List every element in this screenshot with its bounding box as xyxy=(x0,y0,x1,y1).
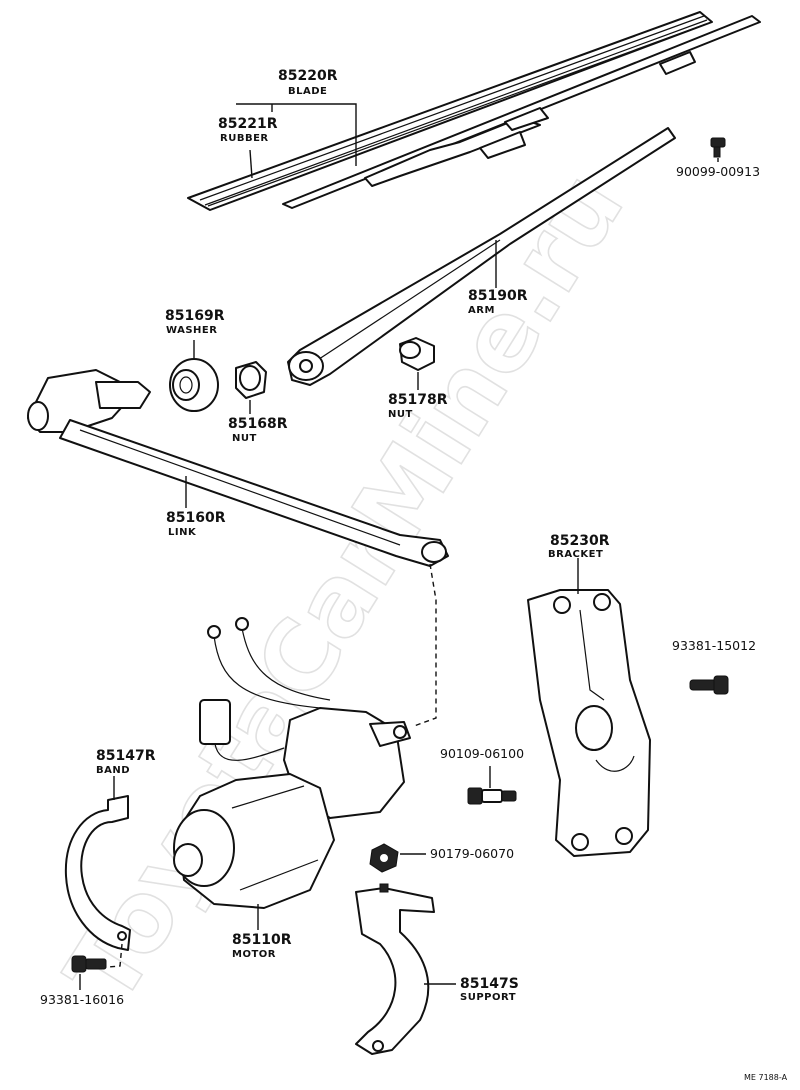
motor-support xyxy=(355,883,456,1055)
rubber-part-number: 85221R xyxy=(218,116,278,132)
bolt-bracket-icon xyxy=(689,675,729,695)
band-part-name: BAND xyxy=(96,765,130,776)
screw-top-code: 90099-00913 xyxy=(676,164,760,179)
washer-part-number: 85169R xyxy=(165,308,225,324)
motor-part-number: 85110R xyxy=(232,932,292,948)
label-nut-178: 85178R NUT xyxy=(388,392,448,420)
rubber-part-name: RUBBER xyxy=(220,133,269,144)
blade-leaders xyxy=(236,103,357,179)
nut-85168r xyxy=(235,361,267,414)
nut-178-part-name: NUT xyxy=(388,409,413,420)
label-bracket: 85230R BRACKET xyxy=(548,533,610,560)
diagram-reference: ME 7188-A xyxy=(744,1073,788,1082)
support-part-number: 85147S xyxy=(460,976,519,992)
label-blade: 85220R BLADE xyxy=(278,68,338,97)
nut-85178r xyxy=(399,337,435,390)
wiper-bracket xyxy=(527,558,651,857)
label-support: 85147S SUPPORT xyxy=(460,976,519,1003)
blade-part-number: 85220R xyxy=(278,68,338,84)
support-part-name: SUPPORT xyxy=(460,992,516,1003)
washer xyxy=(169,340,219,412)
wiper-link xyxy=(27,369,449,567)
band-part-number: 85147R xyxy=(96,748,156,764)
label-band: 85147R BAND xyxy=(96,748,156,776)
label-arm: 85190R ARM xyxy=(468,288,528,316)
nut-motor-code: 90179-06070 xyxy=(430,846,514,861)
washer-part-name: WASHER xyxy=(166,325,217,336)
arm-part-number: 85190R xyxy=(468,288,528,304)
link-part-number: 85160R xyxy=(166,510,226,526)
label-rubber: 85221R RUBBER xyxy=(218,116,278,144)
label-washer: 85169R WASHER xyxy=(165,308,225,336)
nut-178-part-number: 85178R xyxy=(388,392,448,408)
wiper-rubber xyxy=(207,23,707,207)
watermark: ToyotaCarMine.ru xyxy=(45,153,646,1022)
motor-part-name: MOTOR xyxy=(232,949,276,960)
bolt-motor-icon xyxy=(467,766,517,805)
wiper-arm xyxy=(287,127,676,386)
bracket-part-number: 85230R xyxy=(550,533,610,549)
label-motor: 85110R MOTOR xyxy=(232,932,292,960)
label-link: 85160R LINK xyxy=(166,510,226,538)
nut-motor-icon xyxy=(369,843,426,873)
link-part-name: LINK xyxy=(168,527,197,538)
bolt-band-code: 93381-16016 xyxy=(40,992,124,1007)
screw-top-icon xyxy=(710,137,726,162)
bolt-bracket-code: 93381-15012 xyxy=(672,638,756,653)
connection-dashed-line xyxy=(413,563,437,727)
motor-band xyxy=(64,776,131,969)
wiper-motor xyxy=(173,617,411,930)
bracket-part-name: BRACKET xyxy=(548,549,603,560)
nut-168-part-number: 85168R xyxy=(228,416,288,432)
blade-part-name: BLADE xyxy=(288,86,327,97)
bolt-motor-code: 90109-06100 xyxy=(440,746,524,761)
nut-168-part-name: NUT xyxy=(232,433,257,444)
arm-part-name: ARM xyxy=(468,305,495,316)
label-nut-168: 85168R NUT xyxy=(228,416,288,444)
bolt-band-icon xyxy=(71,955,107,990)
wiper-blade xyxy=(187,11,761,211)
